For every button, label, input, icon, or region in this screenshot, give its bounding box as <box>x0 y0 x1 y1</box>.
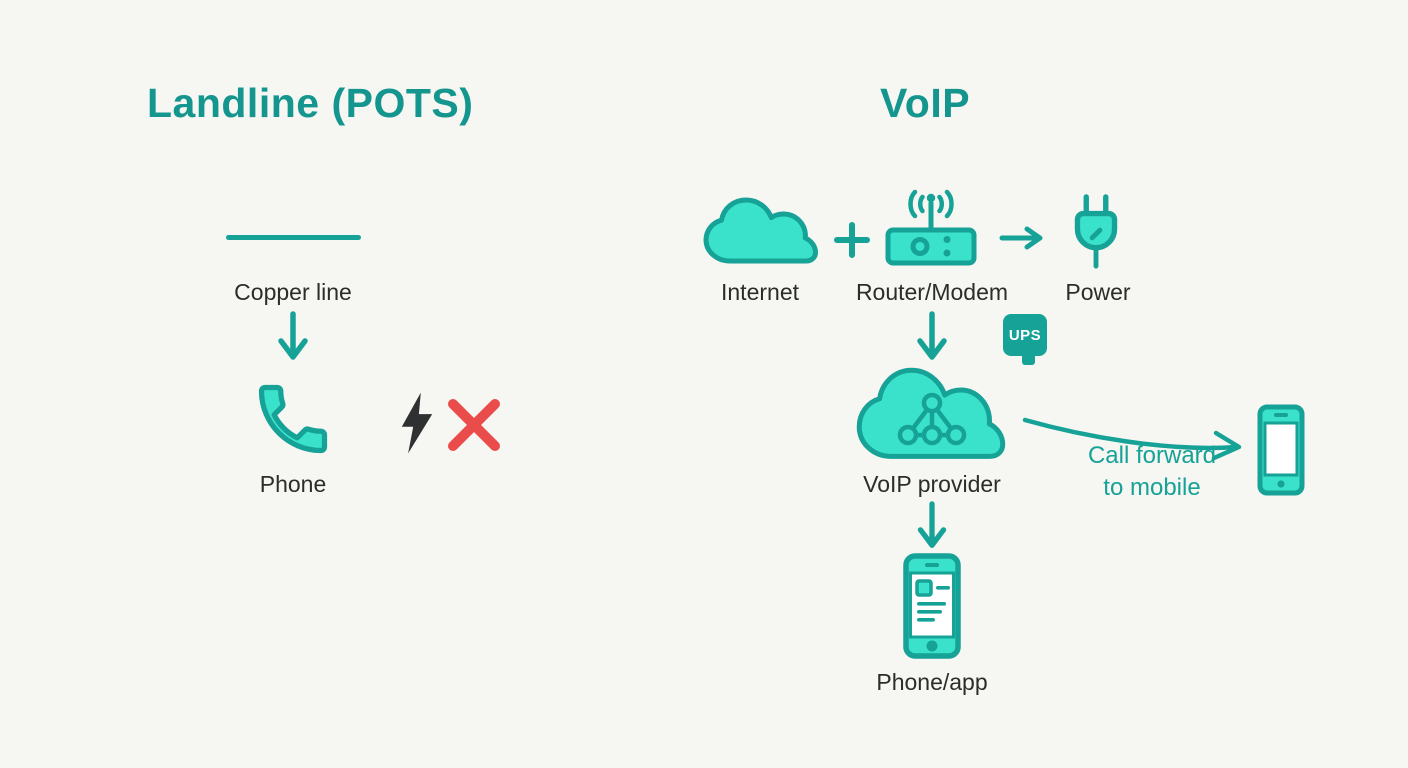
router-modem-icon <box>885 189 977 266</box>
cross-x-icon <box>448 399 500 451</box>
phone-label: Phone <box>259 471 327 497</box>
copper-line-label: Copper line <box>234 279 352 305</box>
landline-title: Landline (POTS) <box>147 80 474 126</box>
router-modem-label: Router/Modem <box>855 279 1009 305</box>
arrow-right-icon <box>999 226 1043 250</box>
plus-icon <box>834 222 870 258</box>
phone-app-label: Phone/app <box>876 669 988 695</box>
ups-badge-label: UPS <box>1008 326 1042 344</box>
call-forward-line2: to mobile <box>1103 474 1201 501</box>
lightning-icon <box>401 392 433 454</box>
power-label: Power <box>1065 279 1131 305</box>
arrow-down-icon <box>278 311 308 360</box>
phone-app-icon <box>903 553 961 659</box>
call-forward-line1: Call forward <box>1087 442 1217 469</box>
internet-label: Internet <box>721 279 799 305</box>
ups-badge-tab <box>1022 356 1035 365</box>
ups-badge: UPS <box>1003 314 1047 356</box>
arrow-down-icon <box>917 311 947 360</box>
call-forward-text: Call forward to mobile <box>1052 440 1252 504</box>
power-plug-icon <box>1074 194 1118 269</box>
phone-handset-icon <box>258 384 328 454</box>
copper-line-segment <box>226 235 361 240</box>
arrow-down-icon <box>917 501 947 548</box>
voip-title: VoIP <box>880 80 971 126</box>
internet-cloud-icon <box>703 197 818 264</box>
voip-provider-label: VoIP provider <box>863 471 1001 497</box>
network-nodes-icon <box>897 392 967 446</box>
mobile-phone-icon <box>1257 404 1305 496</box>
call-forward-arrow-icon <box>1022 417 1242 461</box>
